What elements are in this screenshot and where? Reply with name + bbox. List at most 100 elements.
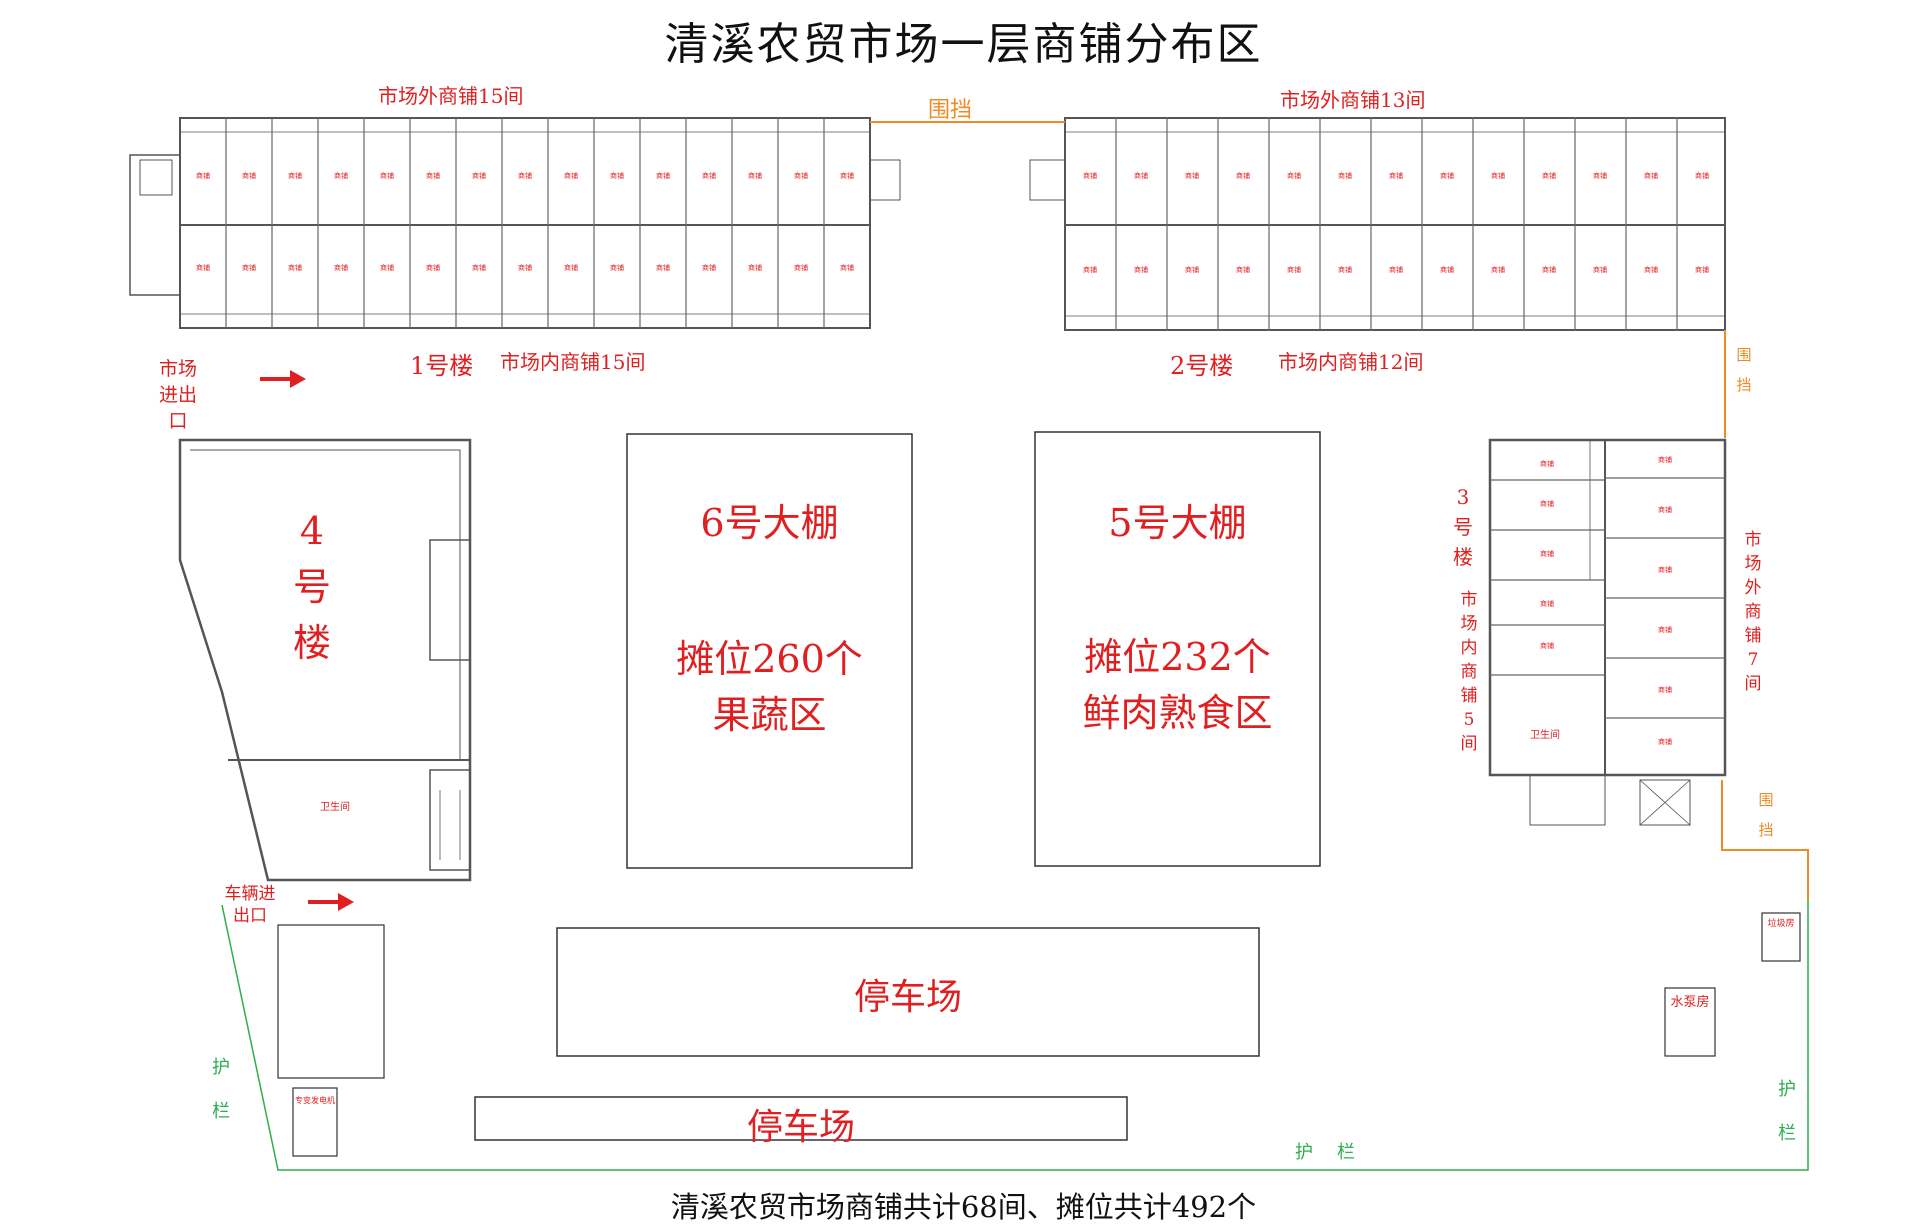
shop-cell-label: 商铺 xyxy=(1695,265,1709,274)
shop-cell-label: 商铺 xyxy=(794,263,808,272)
shop-cell-label: 商铺 xyxy=(656,171,670,180)
generator-building-outline xyxy=(277,924,385,1079)
shop-cell-label: 商铺 xyxy=(1695,171,1709,180)
generator-room-label: 专变发电机 xyxy=(295,1096,335,1105)
shop-cell-label: 商铺 xyxy=(1644,265,1658,274)
shop-cell-label: 商铺 xyxy=(564,171,578,180)
building-4-name: 4号楼 xyxy=(292,509,331,665)
shop-cell-label: 商铺 xyxy=(1658,737,1672,746)
shop-cell-label: 商铺 xyxy=(1287,265,1301,274)
building-2-inner-shops-label: 市场内商铺12间 xyxy=(1278,350,1424,374)
building-3-name: 3号楼 xyxy=(1453,485,1473,569)
shed-5-zone: 鲜肉熟食区 xyxy=(1082,691,1273,735)
building-2-shop-dividers xyxy=(1115,118,1678,330)
shop-cell-label: 商铺 xyxy=(518,171,532,180)
shop-cell-label: 商铺 xyxy=(1389,171,1403,180)
parking-lot-1-outline xyxy=(556,927,1260,1057)
shop-cell-label: 商铺 xyxy=(288,171,302,180)
building-1-name: 1号楼 xyxy=(410,352,474,380)
building-3-toilet: 卫生间 xyxy=(1530,730,1560,741)
shop-cell-label: 商铺 xyxy=(1083,265,1097,274)
shop-cell-label: 商铺 xyxy=(564,263,578,272)
shop-cell-label: 商铺 xyxy=(1542,171,1556,180)
railing-line xyxy=(221,900,1809,1171)
shop-cell-label: 商铺 xyxy=(288,263,302,272)
shop-cell-label: 商铺 xyxy=(1658,625,1672,634)
shop-cell-label: 商铺 xyxy=(380,263,394,272)
shop-cell-label: 商铺 xyxy=(1338,171,1352,180)
shop-cell-label: 商铺 xyxy=(748,263,762,272)
shop-cell-label: 商铺 xyxy=(426,263,440,272)
parking-lot-1-label: 停车场 xyxy=(853,977,962,1018)
building-3-plan xyxy=(1488,438,1727,826)
page-title: 清溪农贸市场一层商铺分布区 xyxy=(664,19,1263,70)
building-2-outer-shops-label: 市场外商铺13间 xyxy=(1280,88,1426,112)
fence-label-top: 围挡 xyxy=(928,98,973,123)
shop-cell-label: 商铺 xyxy=(380,171,394,180)
building-1-shop-dividers xyxy=(225,118,825,328)
shop-cell-label: 商铺 xyxy=(1658,685,1672,694)
shop-cell-label: 商铺 xyxy=(1185,171,1199,180)
building-1-inner-shops-label: 市场内商铺15间 xyxy=(500,350,646,374)
parking-lot-2-outline xyxy=(474,1096,1128,1141)
shop-cell-label: 商铺 xyxy=(1491,171,1505,180)
shed-5-name: 5号大棚 xyxy=(1108,501,1247,545)
shop-cell-label: 商铺 xyxy=(1440,265,1454,274)
vehicle-entrance-arrow xyxy=(308,893,354,911)
shop-cell-label: 商铺 xyxy=(840,171,854,180)
shop-cell-label: 商铺 xyxy=(610,263,624,272)
shop-cell-label: 商铺 xyxy=(1658,565,1672,574)
shop-cell-label: 商铺 xyxy=(1083,171,1097,180)
railing-label-left: 护栏 xyxy=(212,1057,230,1122)
shop-cell-label: 商铺 xyxy=(1540,599,1554,608)
building-2-name: 2号楼 xyxy=(1170,352,1234,380)
shop-cell-label: 商铺 xyxy=(518,263,532,272)
parking-lot-2-label: 停车场 xyxy=(746,1107,855,1148)
building-3-inner-shops-label: 市场内商铺5间 xyxy=(1460,590,1478,754)
shop-cell-label: 商铺 xyxy=(1338,265,1352,274)
shop-cell-label: 商铺 xyxy=(472,171,486,180)
shop-cell-label: 商铺 xyxy=(1593,265,1607,274)
shop-cell-label: 商铺 xyxy=(840,263,854,272)
shop-cell-label: 商铺 xyxy=(1185,265,1199,274)
shop-cell-label: 商铺 xyxy=(1658,455,1672,464)
shop-cell-label: 商铺 xyxy=(1134,265,1148,274)
shop-cell-label: 商铺 xyxy=(702,171,716,180)
fence-label-right: 围挡 xyxy=(1736,346,1752,394)
market-entrance-label: 市场进出口 xyxy=(158,358,197,432)
shop-cell-label: 商铺 xyxy=(656,263,670,272)
building-1-plan xyxy=(129,117,901,329)
garbage-room-label: 垃圾房 xyxy=(1767,919,1795,929)
building-3-outer-shops-label: 市场外商铺7间 xyxy=(1744,530,1762,694)
vehicle-entrance-label: 车辆进出口 xyxy=(224,884,276,926)
shop-cell-label: 商铺 xyxy=(1658,505,1672,514)
shop-cell-label: 商铺 xyxy=(242,171,256,180)
shop-cell-label: 商铺 xyxy=(334,263,348,272)
shed-6-outline xyxy=(626,433,913,869)
generator-room-outline xyxy=(292,1087,338,1157)
shop-cell-label: 商铺 xyxy=(1236,171,1250,180)
shop-cell-label: 商铺 xyxy=(1542,265,1556,274)
shop-cell-label: 商铺 xyxy=(1540,641,1554,650)
building-1-outer-shops-label: 市场外商铺15间 xyxy=(378,84,524,108)
pump-room-label: 水泵房 xyxy=(1670,995,1710,1010)
shop-cell-label: 商铺 xyxy=(1540,459,1554,468)
shop-cell-label: 商铺 xyxy=(1540,549,1554,558)
shop-cell-label: 商铺 xyxy=(196,171,210,180)
building-3-shop-dividers xyxy=(1490,477,1725,719)
shop-cell-label: 商铺 xyxy=(1644,171,1658,180)
footer-summary: 清溪农贸市场商铺共计68间、摊位共计492个 xyxy=(670,1190,1257,1224)
shop-cell-label: 商铺 xyxy=(1440,171,1454,180)
shop-cell-label: 商铺 xyxy=(1236,265,1250,274)
railing-label-right: 护栏 xyxy=(1778,1079,1796,1144)
shop-cell-label: 商铺 xyxy=(1134,171,1148,180)
shed-5-stalls: 摊位232个 xyxy=(1084,635,1271,679)
shop-cell-label: 商铺 xyxy=(748,171,762,180)
shop-cell-label: 商铺 xyxy=(1540,499,1554,508)
fence-label-lower: 围挡 xyxy=(1758,791,1774,839)
shed-6-name: 6号大棚 xyxy=(700,501,839,545)
shop-cell-label: 商铺 xyxy=(1389,265,1403,274)
shop-cell-label: 商铺 xyxy=(794,171,808,180)
shop-cell-label: 商铺 xyxy=(196,263,210,272)
shop-cell-label: 商铺 xyxy=(1287,171,1301,180)
